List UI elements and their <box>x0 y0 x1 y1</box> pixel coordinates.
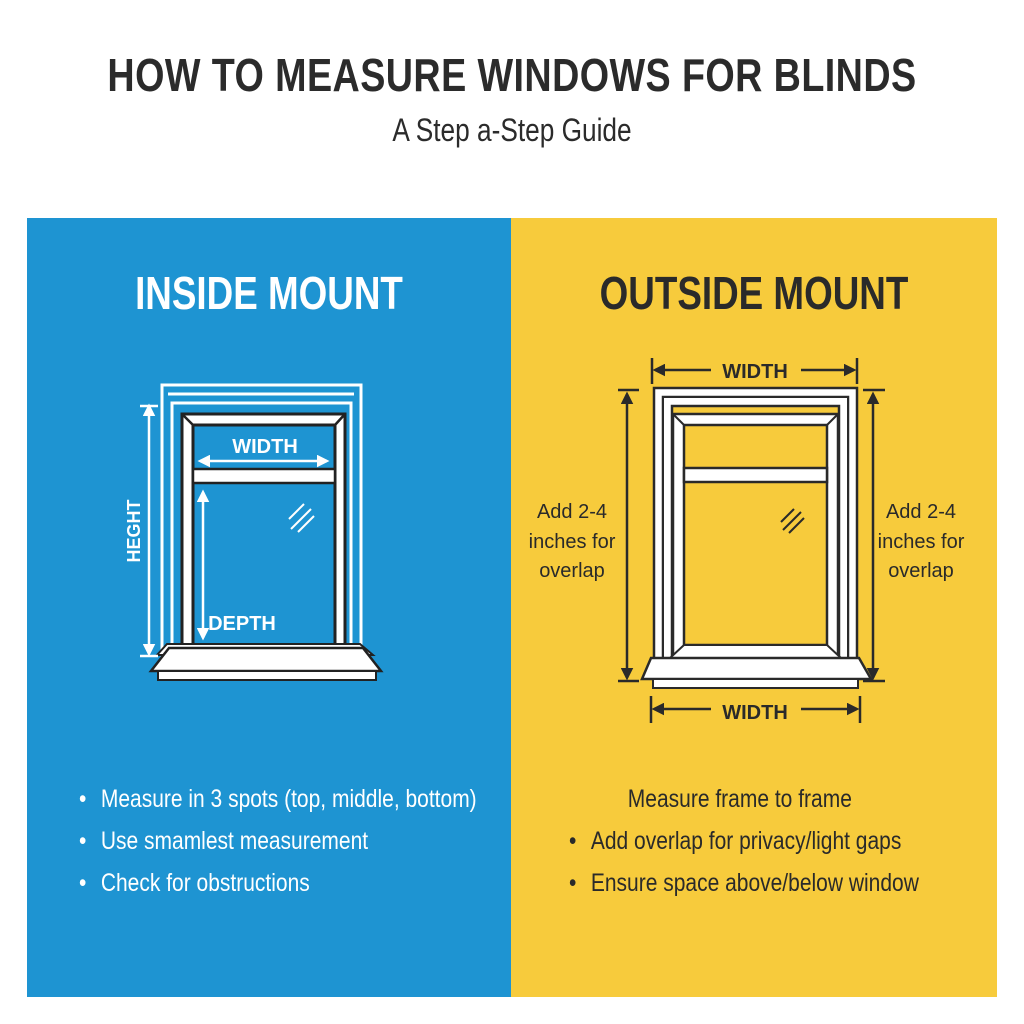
outside-mount-title: OUTSIDE MOUNT <box>599 267 909 319</box>
outside-bottom-width-label: WIDTH <box>722 702 788 724</box>
bullet-icon: • <box>79 869 87 897</box>
inside-mount-panel: INSIDE MOUNT <box>27 218 511 997</box>
glass-glare-icon <box>288 503 315 533</box>
glass-glare-icon <box>780 508 805 534</box>
page-title: HOW TO MEASURE WINDOWS FOR BLINDS <box>107 49 917 101</box>
dimension-arrow-icon <box>140 403 330 658</box>
inside-height-label: HEGHT <box>124 499 144 562</box>
right-overlap-note: Add 2-4 inches for overlap <box>878 501 965 582</box>
svg-text:Add 2-4: Add 2-4 <box>886 501 956 523</box>
window-frame-icon <box>640 386 874 689</box>
outside-mount-panel: OUTSIDE MOUNT <box>511 218 997 997</box>
svg-text:overlap: overlap <box>888 560 954 582</box>
page-subtitle: A Step a-Step Guide <box>392 112 632 148</box>
list-item-intro: Measure frame to frame <box>627 785 852 813</box>
svg-text:inches for: inches for <box>529 531 616 553</box>
inside-mount-tips: •Measure in 3 spots (top, middle, bottom… <box>79 784 552 910</box>
list-item: •Measure in 3 spots (top, middle, bottom… <box>79 785 477 813</box>
outside-mount-tips: Measure frame to frame •Add overlap for … <box>569 784 986 910</box>
list-item: •Ensure space above/below window <box>569 869 919 897</box>
outside-mount-diagram: WIDTH WIDTH Add 2-4 inches for overlap A… <box>529 358 965 724</box>
inside-mount-title: INSIDE MOUNT <box>135 267 403 319</box>
svg-text:Add 2-4: Add 2-4 <box>537 501 607 523</box>
inside-width-label: WIDTH <box>232 436 298 458</box>
bullet-icon: • <box>569 869 577 897</box>
outside-top-width-label: WIDTH <box>722 361 788 383</box>
svg-text:overlap: overlap <box>539 560 605 582</box>
left-overlap-note: Add 2-4 inches for overlap <box>529 501 616 582</box>
inside-mount-diagram: WIDTH DEPTH HEGHT <box>124 383 384 681</box>
inside-depth-label: DEPTH <box>208 613 276 635</box>
list-item: •Check for obstructions <box>79 869 310 897</box>
dimension-arrow-icon <box>618 358 885 723</box>
list-item: •Add overlap for privacy/light gaps <box>569 827 902 855</box>
bullet-icon: • <box>79 827 87 855</box>
bullet-icon: • <box>569 827 577 855</box>
bullet-icon: • <box>79 785 87 813</box>
list-item: •Use smamlest measurement <box>79 827 369 855</box>
window-frame-icon <box>148 383 384 681</box>
svg-text:inches for: inches for <box>878 531 965 553</box>
